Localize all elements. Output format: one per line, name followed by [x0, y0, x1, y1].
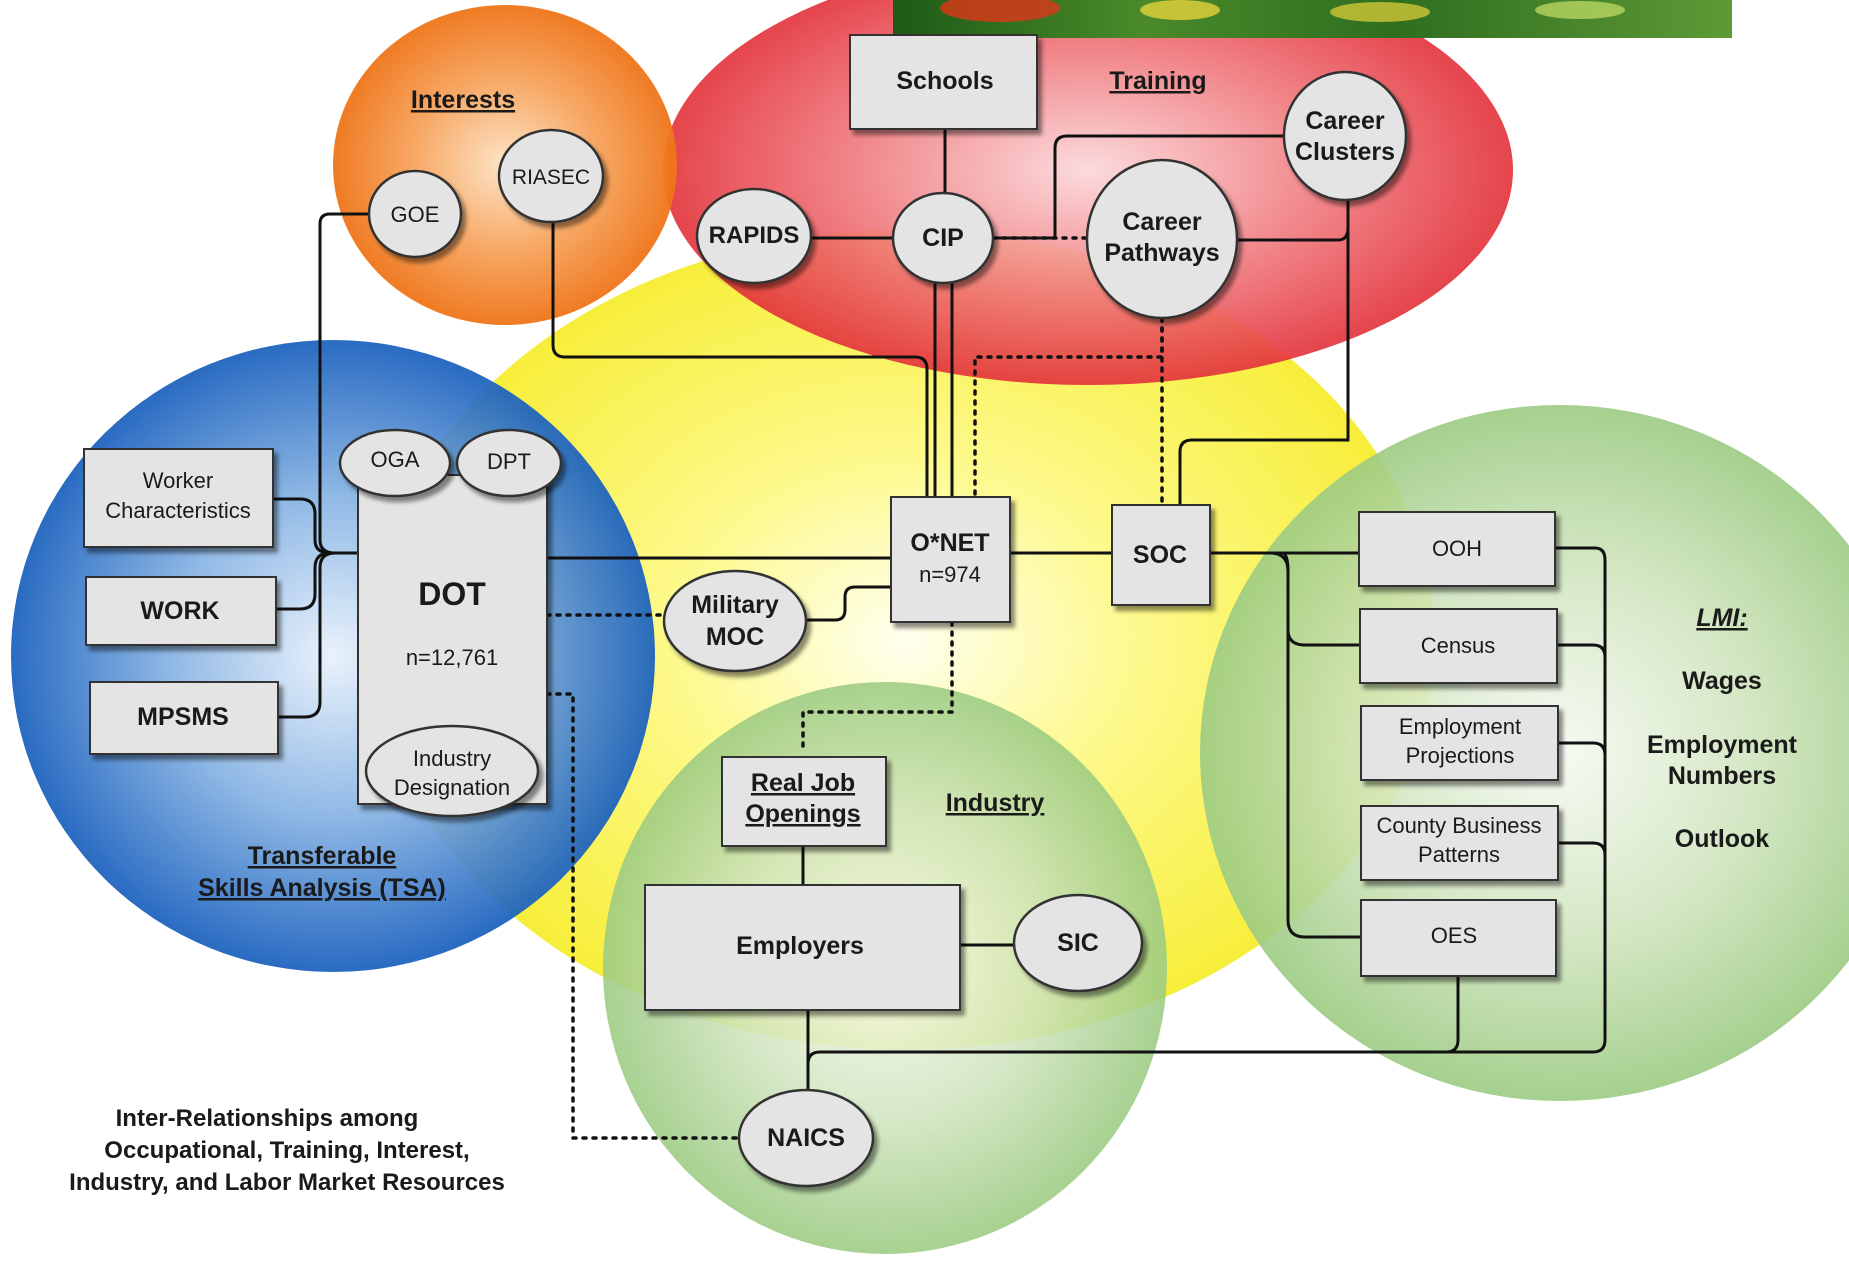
- background-regions: [11, 0, 1849, 1254]
- sic-node[interactable]: [1012, 893, 1144, 993]
- career-pathways-label: Pathways: [1104, 239, 1219, 267]
- caption-line: Inter-Relationships among: [116, 1105, 419, 1132]
- oes-box[interactable]: [1360, 899, 1557, 977]
- real-job-openings-label: Real Job: [751, 769, 855, 797]
- dotted-onet-rjo: [801, 620, 954, 754]
- dot-label: DOT: [418, 576, 486, 612]
- oga-label: OGA: [371, 447, 420, 472]
- tsa-label-line2: Skills Analysis (TSA): [198, 874, 446, 902]
- rapids-node[interactable]: [695, 187, 813, 285]
- naics-node[interactable]: [737, 1088, 875, 1188]
- employment-projections-label: Employment: [1399, 714, 1521, 739]
- real-job-openings-label: Openings: [745, 800, 860, 828]
- region-labels: Interests Training Industry Transferable…: [198, 67, 1798, 902]
- census-box[interactable]: [1359, 608, 1558, 684]
- worker-characteristics-label: Characteristics: [105, 498, 250, 523]
- mpsms-label: MPSMS: [137, 703, 229, 731]
- node-labels: Schools RIASEC GOE RAPIDS CIP Career Pat…: [105, 67, 1541, 1152]
- tsa-label-line1: Transferable: [248, 842, 397, 870]
- connector-oes-bus: [1445, 977, 1460, 1054]
- industry-designation-label: Designation: [394, 775, 510, 800]
- riasec-label: RIASEC: [512, 166, 590, 189]
- caption-line: Industry, and Labor Market Resources: [69, 1169, 505, 1196]
- connector-clusters-soc: [1178, 200, 1350, 505]
- dpt-node[interactable]: [455, 428, 563, 498]
- county-business-patterns-label: County Business: [1376, 813, 1541, 838]
- connector-military-onet: [807, 585, 891, 622]
- goe-node[interactable]: [367, 169, 463, 259]
- cip-label: CIP: [922, 224, 964, 252]
- connector-soc-oes: [1281, 551, 1360, 939]
- employment-projections-box[interactable]: [1360, 705, 1559, 781]
- lmi-label: LMI:: [1696, 604, 1747, 632]
- interests-label: Interests: [411, 86, 515, 114]
- dotted-dot-naics: [545, 692, 745, 1140]
- lmi-item: Outlook: [1675, 825, 1770, 853]
- census-label: Census: [1421, 633, 1496, 658]
- onet-count-label: n=974: [919, 562, 981, 587]
- ooh-label: OOH: [1432, 536, 1482, 561]
- career-clusters-label: Career: [1305, 107, 1384, 135]
- lmi-item: Employment: [1647, 731, 1798, 759]
- diagram-caption: Inter-Relationships among Occupational, …: [69, 1105, 505, 1196]
- connector-cbp-bus: [1558, 841, 1607, 856]
- industry-label: Industry: [946, 789, 1045, 817]
- naics-label: NAICS: [767, 1124, 845, 1152]
- ooh-box[interactable]: [1358, 511, 1556, 587]
- military-moc-node[interactable]: [662, 569, 808, 673]
- riasec-node[interactable]: [497, 128, 605, 224]
- sic-label: SIC: [1057, 929, 1099, 957]
- county-business-patterns-label: Patterns: [1418, 842, 1500, 867]
- lmi-item: Numbers: [1668, 762, 1776, 790]
- connector-projections-bus: [1558, 741, 1607, 756]
- military-moc-label: MOC: [706, 623, 764, 651]
- connector-riasec-onet: [551, 207, 929, 497]
- top-banner-image: [893, 0, 1732, 38]
- work-label: WORK: [140, 597, 219, 625]
- connector-lmi-bus: [806, 546, 1607, 1080]
- employers-label: Employers: [736, 932, 864, 960]
- oga-node[interactable]: [338, 428, 452, 498]
- industry-designation-node[interactable]: [364, 724, 540, 818]
- career-clusters-label: Clusters: [1295, 138, 1395, 166]
- career-clusters-node[interactable]: [1282, 70, 1408, 202]
- connector-census-bus: [1557, 643, 1607, 658]
- oes-label: OES: [1431, 923, 1477, 948]
- career-pathways-label: Career: [1122, 208, 1201, 236]
- connector-work-dot: [276, 551, 360, 611]
- county-business-patterns-box[interactable]: [1360, 805, 1559, 881]
- training-label: Training: [1109, 67, 1206, 95]
- industry-designation-label: Industry: [413, 746, 491, 771]
- solid-connectors: [273, 130, 1607, 1100]
- employers-box[interactable]: [644, 884, 961, 1011]
- schools-label: Schools: [896, 67, 993, 95]
- worker-characteristics-label: Worker: [143, 468, 214, 493]
- nodes: [338, 70, 1408, 1188]
- connector-cip-career-clusters: [993, 134, 1285, 240]
- onet-label: O*NET: [910, 529, 989, 557]
- schools-box[interactable]: [849, 34, 1038, 130]
- lmi-item: Wages: [1682, 667, 1762, 695]
- worker-characteristics-box[interactable]: [83, 448, 274, 548]
- cip-node[interactable]: [891, 191, 995, 285]
- mpsms-box[interactable]: [89, 681, 279, 755]
- connector-mpsms-dot: [278, 551, 360, 719]
- employment-projections-label: Projections: [1406, 743, 1515, 768]
- dpt-label: DPT: [487, 449, 531, 474]
- boxes: [83, 34, 1559, 1011]
- goe-label: GOE: [391, 202, 440, 227]
- caption-line: Occupational, Training, Interest,: [104, 1137, 469, 1164]
- work-box[interactable]: [85, 576, 277, 646]
- military-moc-label: Military: [691, 591, 779, 619]
- rapids-label: RAPIDS: [709, 222, 800, 249]
- career-pathways-node[interactable]: [1085, 158, 1239, 320]
- dot-count-label: n=12,761: [406, 645, 498, 670]
- onet-box[interactable]: [890, 496, 1011, 623]
- soc-box[interactable]: [1111, 504, 1211, 606]
- dotted-connectors: [545, 236, 1164, 1140]
- real-job-openings-box[interactable]: [721, 756, 887, 847]
- soc-label: SOC: [1133, 541, 1187, 569]
